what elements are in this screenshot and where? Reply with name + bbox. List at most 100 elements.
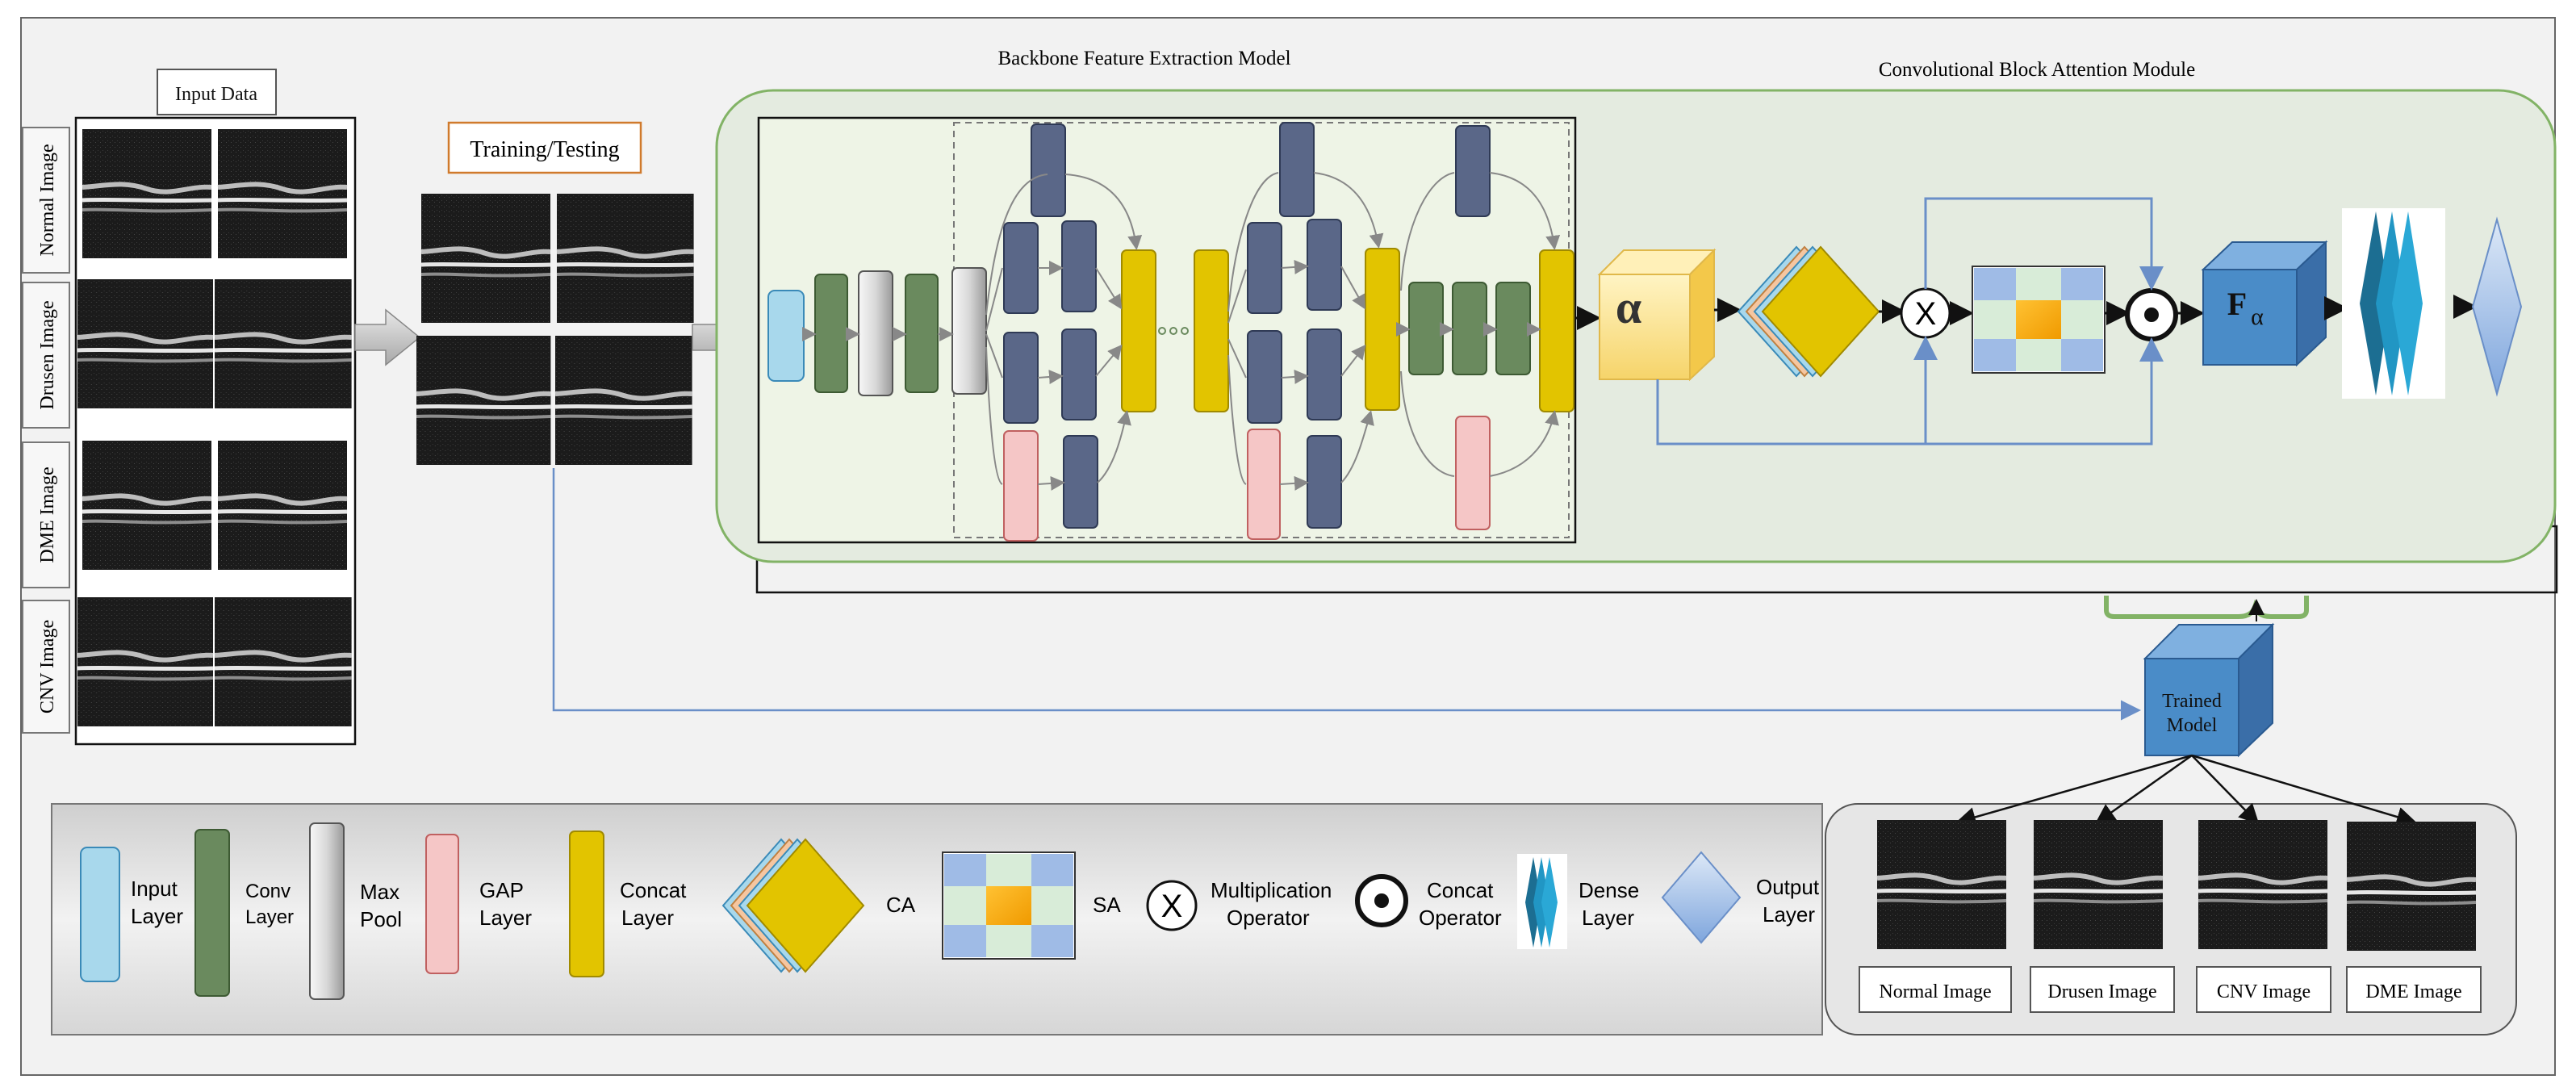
legend-output: Output Layer: [1661, 851, 1820, 944]
f-subscript: α: [2251, 303, 2264, 330]
inc2-b1a: [1247, 222, 1282, 314]
input-layer-block: [767, 290, 805, 382]
legend-concat: Concat Layer: [569, 831, 687, 977]
legend-sa: SA: [942, 851, 1121, 960]
trained-model-cube: Trained Model: [2143, 622, 2275, 758]
backbone-stem: [767, 267, 987, 396]
oct-dme-2: [218, 441, 347, 570]
inception-module-2: [1194, 122, 1400, 540]
legend-ca: CA: [721, 838, 916, 973]
out-label-dme: DME Image: [2365, 981, 2461, 1002]
skip-line-1: [1656, 337, 2164, 446]
inc3-top: [1455, 125, 1491, 217]
svg-text:Layer: Layer: [1763, 902, 1815, 927]
svg-text:Layer: Layer: [621, 906, 674, 930]
svg-text:Multiplication: Multiplication: [1211, 878, 1332, 902]
trained-model-line1: Trained: [2162, 691, 2222, 712]
inc1-gap: [1003, 430, 1039, 542]
oct-cnv-1: [77, 597, 213, 726]
oct-train-4: [555, 336, 692, 465]
backbone-title: Backbone Feature Extraction Model: [997, 48, 1290, 69]
tab-label-normal: Normal Image: [37, 144, 58, 256]
dense-layer-block: [2342, 208, 2445, 399]
svg-text:SA: SA: [1093, 893, 1121, 917]
inc2-b2b: [1307, 328, 1342, 420]
conv-block-2: [905, 274, 939, 393]
svg-text:Concat: Concat: [1427, 878, 1494, 902]
oct-drusen-2: [215, 279, 352, 408]
cbam-title: Convolutional Block Attention Module: [1879, 59, 2195, 81]
input-data-title-box: [157, 69, 277, 115]
svg-text:Layer: Layer: [479, 906, 532, 930]
svg-text:Layer: Layer: [245, 906, 294, 928]
svg-text:Operator: Operator: [1227, 906, 1310, 930]
svg-text:Operator: Operator: [1419, 906, 1502, 930]
input-data-title: Input Data: [175, 84, 257, 105]
tab-cnv: [22, 600, 70, 734]
inc1-b2a: [1003, 332, 1039, 424]
f-symbol: F: [2227, 286, 2247, 322]
inc2-b2a: [1247, 330, 1282, 424]
svg-text:Concat: Concat: [620, 878, 687, 902]
out-oct-normal: [1877, 820, 2006, 949]
alpha-cube: α: [1597, 248, 1717, 382]
f-alpha-cube: F α: [2201, 240, 2328, 367]
oct-drusen-1: [77, 279, 213, 408]
svg-text:Dense: Dense: [1579, 878, 1639, 902]
out-label-cnv: CNV Image: [2217, 981, 2310, 1002]
svg-text:Max: Max: [360, 880, 399, 904]
inc3-conv-1: [1408, 282, 1444, 375]
maxpool-block-2: [951, 267, 987, 395]
tab-label-drusen: Drusen Image: [37, 300, 58, 409]
conv-block-1: [814, 274, 848, 393]
inception-module-1: [985, 123, 1156, 542]
inc2-top: [1279, 122, 1315, 217]
svg-text:CA: CA: [886, 893, 916, 917]
out-label-drusen: Drusen Image: [2047, 981, 2156, 1002]
inc3-conv-3: [1495, 282, 1531, 375]
legend-concat-operator: Concat Operator: [1355, 874, 1502, 930]
oct-train-1: [421, 194, 550, 323]
svg-text:Layer: Layer: [1582, 906, 1634, 930]
oct-normal-2: [218, 129, 347, 258]
inc1-b2b: [1061, 328, 1097, 420]
out-oct-cnv: [2198, 820, 2327, 949]
inc3-gap: [1455, 416, 1491, 530]
multiply-symbol: X: [1915, 296, 1937, 332]
oct-train-3: [416, 336, 550, 465]
legend-maxpool: Max Pool: [309, 822, 402, 1000]
maxpool-block-1: [858, 270, 893, 396]
tab-label-dme: DME Image: [37, 467, 58, 563]
ellipsis-dots: [1158, 327, 1189, 335]
tab-label-cnv: CNV Image: [37, 620, 58, 713]
spatial-attention-block: [1972, 266, 2106, 374]
inc1-b3: [1063, 435, 1098, 529]
class-tabs: Normal Image Drusen Image DME Image CNV …: [22, 127, 70, 734]
out-label-normal: Normal Image: [1879, 981, 1991, 1002]
output-layer-block: [2471, 216, 2523, 397]
inc1-b1b: [1061, 220, 1097, 312]
inc1-top: [1031, 123, 1066, 217]
inc2-b3: [1307, 435, 1342, 529]
trained-model-line2: Model: [2167, 715, 2218, 736]
svg-text:Output: Output: [1756, 875, 1820, 899]
tab-normal: [22, 127, 70, 274]
oct-dme-1: [82, 441, 211, 570]
channel-attention-block: [1737, 245, 1880, 378]
inc3-concat: [1539, 249, 1574, 412]
training-testing-box: [447, 121, 642, 174]
inc3-conv-2: [1452, 282, 1487, 375]
svg-text:Layer: Layer: [131, 904, 183, 928]
legend-gap: GAP Layer: [425, 834, 532, 974]
oct-cnv-2: [215, 597, 352, 726]
legend-input: Input Layer: [80, 847, 183, 982]
svg-text:X: X: [1161, 889, 1183, 924]
output-labels: Normal Image Drusen Image CNV Image DME …: [1859, 966, 2482, 1013]
svg-text:Pool: Pool: [360, 907, 402, 931]
svg-text:GAP: GAP: [479, 878, 524, 902]
training-testing-label: Training/Testing: [470, 137, 619, 162]
training-to-model-line: [552, 468, 2141, 721]
svg-text:Conv: Conv: [245, 881, 291, 902]
inc1-concat: [1121, 249, 1156, 412]
